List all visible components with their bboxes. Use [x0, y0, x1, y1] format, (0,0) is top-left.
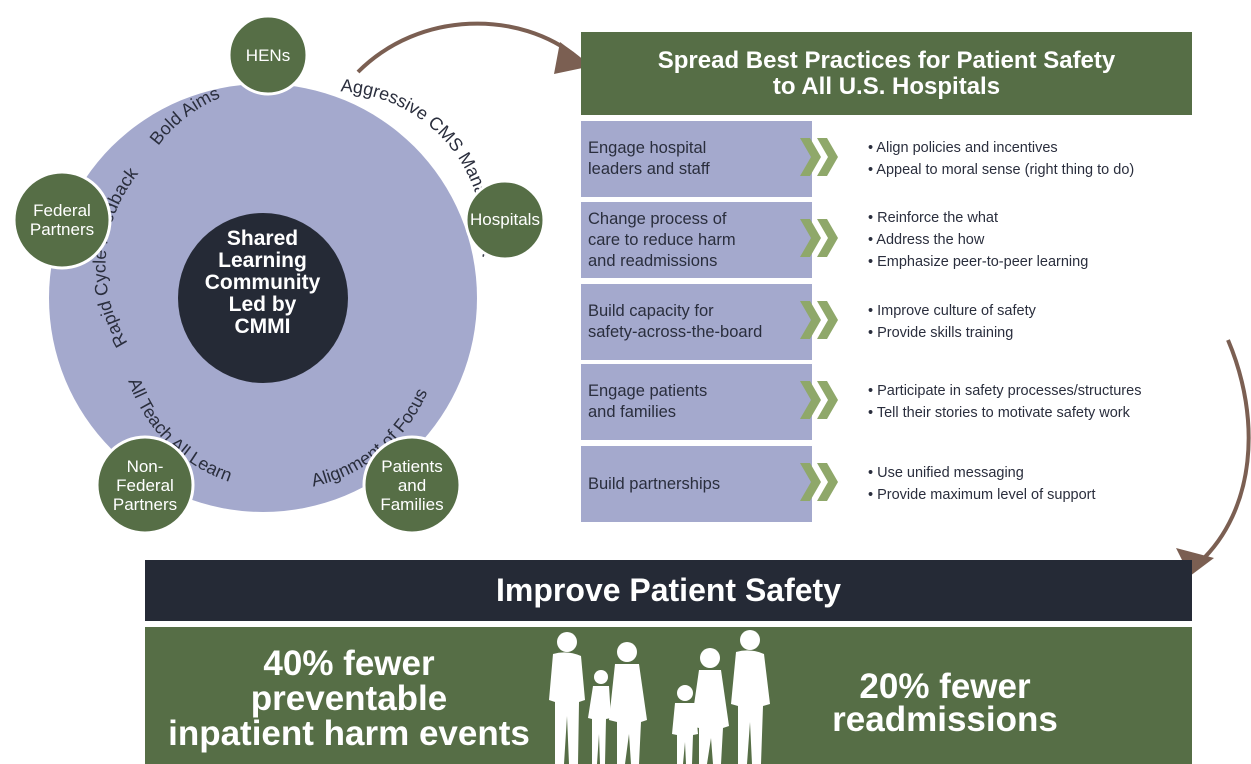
family-silhouette-icon: [549, 630, 770, 764]
practice-label: Build partnerships: [581, 446, 812, 522]
chevron-double-icon: [800, 301, 838, 339]
stat-harm-events: 40% fewer preventable inpatient harm eve…: [168, 644, 530, 753]
practice-row: Engage hospital leaders and staff • Alig…: [581, 121, 1241, 197]
center-circle: [178, 213, 348, 383]
improve-title: Improve Patient Safety: [145, 560, 1192, 621]
node-label-nonfederal: Non- Federal Partners: [112, 457, 178, 514]
node-label-hens: HENs: [245, 46, 291, 65]
chevron-double-icon: [800, 381, 838, 419]
node-label-federal: Federal Partners: [29, 201, 95, 239]
header-line-1: Spread Best Practices for Patient Safety: [657, 46, 1116, 74]
node-nonfederal: [95, 435, 195, 535]
practice-bullets: • Improve culture of safety • Provide sk…: [868, 303, 1036, 341]
node-label-patients: Patients and Families: [380, 457, 444, 514]
chevron-double-icon: [800, 219, 838, 257]
header-box: Spread Best Practices for Patient Safety…: [581, 32, 1192, 115]
node-patients: [362, 435, 462, 535]
practice-label: Build capacity for safety-across-the-boa…: [581, 284, 812, 360]
practice-label: Engage hospital leaders and staff: [581, 121, 812, 197]
chevron-double-icon: [800, 138, 838, 176]
header-line-2: to All U.S. Hospitals: [772, 72, 1001, 100]
practice-bullets: • Reinforce the what • Address the how •…: [868, 210, 1089, 270]
practice-label: Change process of care to reduce harm an…: [581, 202, 812, 278]
node-label-hospitals: Hospitals: [470, 210, 540, 229]
center-title: Shared Learning Community Led by CMMI: [204, 227, 321, 338]
node-hospitals: [464, 179, 546, 261]
practice-bullets: • Participate in safety processes/struct…: [868, 383, 1142, 421]
node-hens: [227, 14, 309, 96]
node-federal: [12, 170, 112, 270]
practice-row: Engage patients and families • Participa…: [581, 364, 1241, 440]
stat-readmissions: 20% fewer readmissions: [832, 667, 1058, 739]
practice-row: Build partnerships • Use unified messagi…: [581, 446, 1241, 522]
stats-panel: 40% fewer preventable inpatient harm eve…: [145, 627, 1192, 764]
chevron-double-icon: [800, 463, 838, 501]
practice-label: Engage patients and families: [581, 364, 812, 440]
practice-row: Change process of care to reduce harm an…: [581, 202, 1241, 278]
cycle-diagram: Bold Aims Aggressive CMS Management Alig…: [12, 14, 546, 535]
practice-bullets: • Align policies and incentives • Appeal…: [868, 140, 1135, 178]
practice-row: Build capacity for safety-across-the-boa…: [581, 284, 1241, 360]
practice-bullets: • Use unified messaging • Provide maximu…: [868, 465, 1096, 503]
